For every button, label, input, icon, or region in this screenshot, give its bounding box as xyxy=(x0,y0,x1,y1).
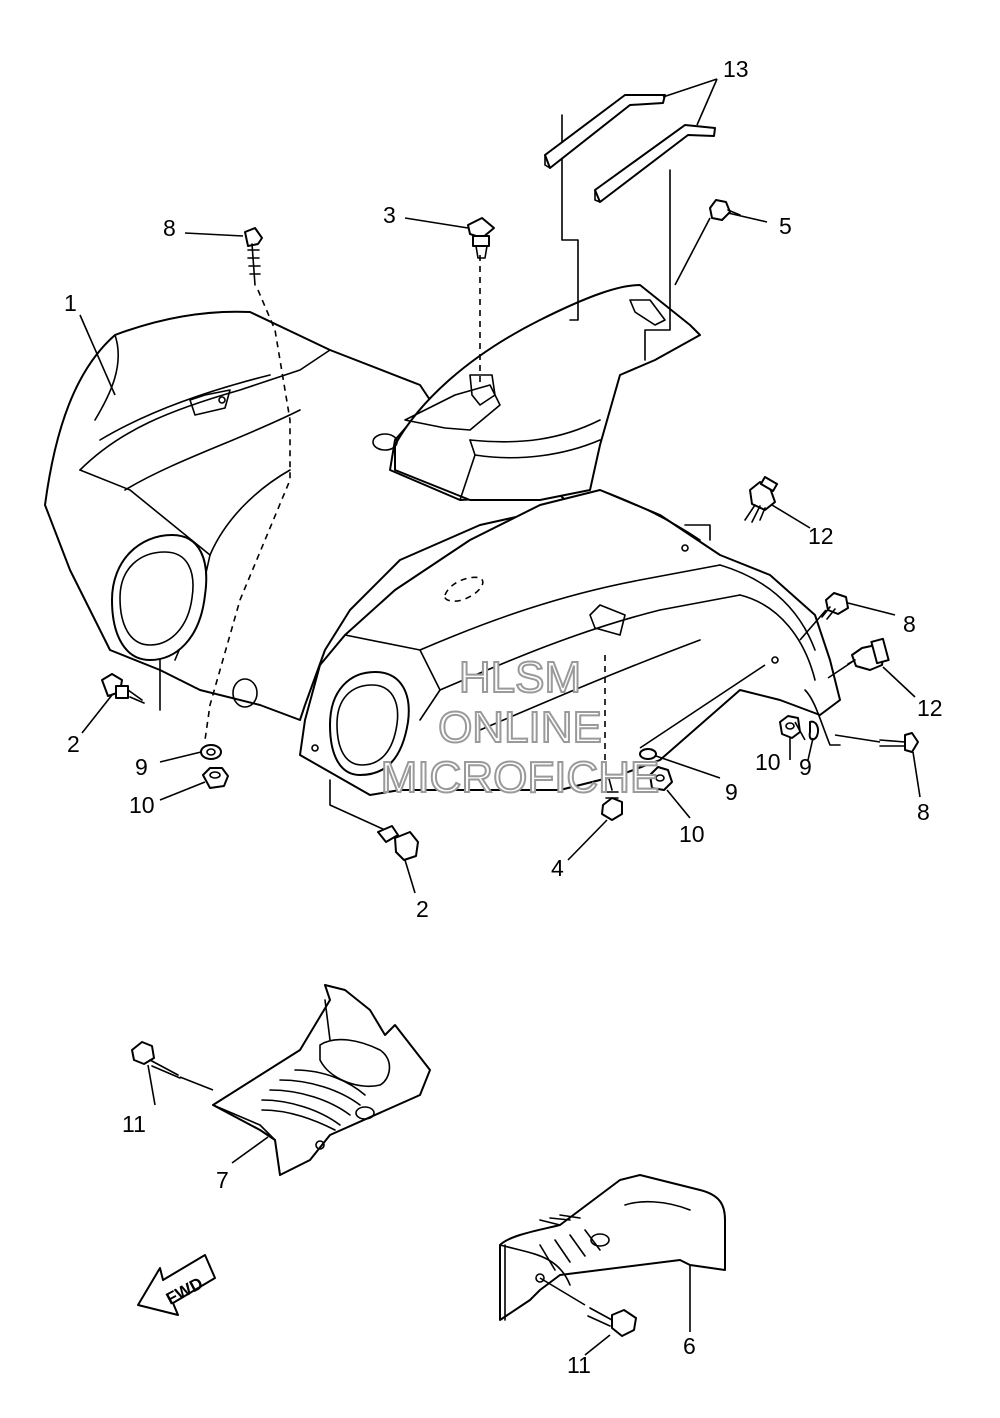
callout-8-right: 8 xyxy=(903,611,916,637)
callout-11-right: 11 xyxy=(567,1352,591,1378)
fastener-bolt-3 xyxy=(467,217,495,259)
watermark-line-1: HLSM xyxy=(459,653,581,702)
callout-9-right: 9 xyxy=(799,754,812,780)
callout-9-left: 9 xyxy=(135,754,148,780)
fastener-rivet-12-right xyxy=(847,637,890,671)
callout-9-center: 9 xyxy=(725,779,738,805)
guard-plate-right xyxy=(499,1174,726,1321)
callout-12-top: 12 xyxy=(808,523,834,549)
fender-edge xyxy=(804,689,841,746)
fastener-screw-5 xyxy=(709,199,741,221)
fastener-bolt-11-left xyxy=(131,1041,181,1079)
callout-7: 7 xyxy=(216,1167,229,1193)
callout-10-center: 10 xyxy=(679,821,705,847)
callout-8-top: 8 xyxy=(163,215,176,241)
watermark: HLSM ONLINE MICROFICHE xyxy=(380,652,661,803)
fastener-bolt-2-left xyxy=(101,673,145,704)
callout-6: 6 xyxy=(683,1333,696,1359)
callout-4: 4 xyxy=(551,855,564,881)
callout-3: 3 xyxy=(383,202,396,228)
rear-fender xyxy=(299,489,841,796)
callout-8-bottom: 8 xyxy=(917,799,930,825)
callout-10-left: 10 xyxy=(129,792,155,818)
callout-5: 5 xyxy=(779,213,792,239)
watermark-line-3: MICROFICHE xyxy=(381,753,660,802)
fastener-nut-10-center xyxy=(649,766,673,791)
guide-lines xyxy=(159,114,711,831)
fastener-washer-9-left xyxy=(200,744,222,760)
callout-2-left: 2 xyxy=(67,731,80,757)
watermark-line-2: ONLINE xyxy=(438,703,602,752)
callout-13: 13 xyxy=(723,56,749,82)
fwd-arrow-icon: FWD xyxy=(137,1254,216,1316)
callout-leaders xyxy=(79,78,921,1356)
fastener-bolt-8-top xyxy=(244,227,263,286)
fastener-bolt-11-right xyxy=(587,1307,637,1337)
fastener-bolt-2-bottom xyxy=(377,825,419,861)
front-fender xyxy=(44,310,571,721)
fastener-rivet-12-top xyxy=(744,476,779,523)
fastener-washer-9-center xyxy=(639,748,657,760)
center-cover xyxy=(372,284,701,501)
callout-11-left: 11 xyxy=(122,1111,146,1137)
callout-12-right: 12 xyxy=(917,695,943,721)
guard-plate-left xyxy=(212,984,431,1176)
fastener-washer-9-right xyxy=(808,720,820,741)
fastener-nut-10-left xyxy=(202,767,229,789)
callout-1: 1 xyxy=(64,290,77,316)
fastener-screw-4 xyxy=(601,774,623,821)
callout-2-bottom: 2 xyxy=(416,896,429,922)
callout-labels: 1 8 3 5 13 12 8 12 2 9 10 2 4 9 10 10 9 … xyxy=(64,56,943,1378)
guard-strips xyxy=(544,94,716,203)
fastener-screw-8-bottom xyxy=(879,732,919,753)
callout-10-right: 10 xyxy=(755,749,781,775)
fastener-screw-8-right xyxy=(821,592,849,620)
